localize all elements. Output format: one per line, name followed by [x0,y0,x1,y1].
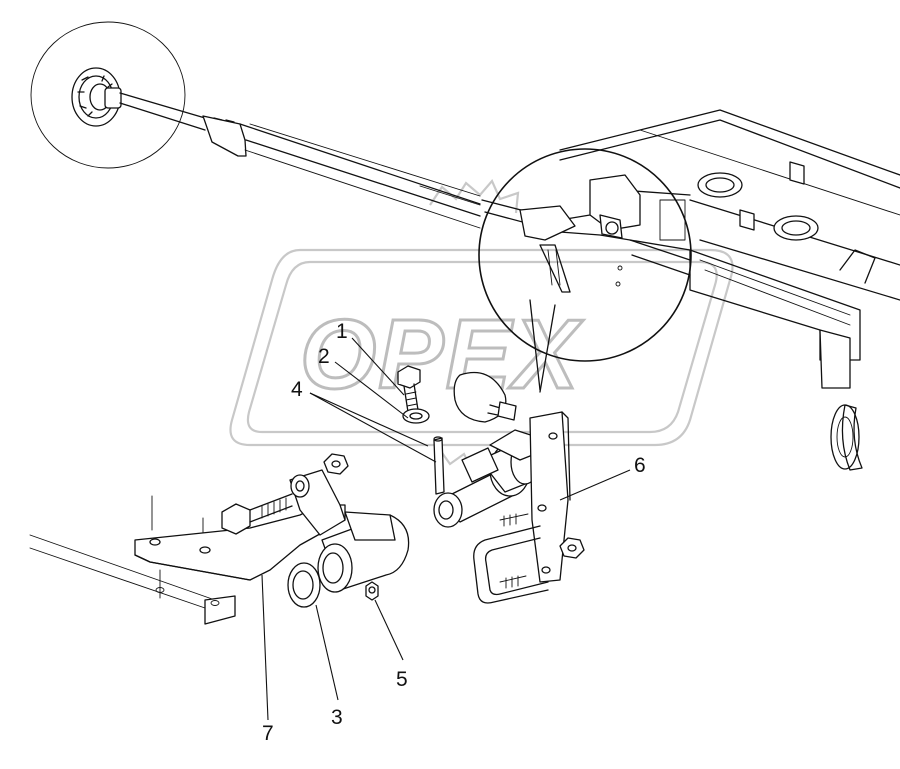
nut-right [559,537,585,559]
spring-pin [433,436,445,495]
grease-nipple [365,581,379,601]
rubber-buffer [453,371,517,423]
callout-2: 2 [318,345,330,368]
machine-frame [559,109,900,471]
mounting-plate [529,411,571,583]
watermark: OPEX [229,178,734,472]
leader-2 [334,361,409,419]
small-bolt [397,365,421,413]
long-bolt [221,493,293,535]
callout-4: 4 [291,378,303,401]
leader-6 [559,469,631,501]
callout-1: 1 [336,320,348,343]
leader-4b [309,392,429,447]
leader-3 [315,604,339,701]
callout-6: 6 [634,454,646,477]
leader-1 [351,337,405,396]
leader-lines [261,337,631,721]
callout-5: 5 [396,668,408,691]
u-bolt [473,513,549,604]
washer [402,408,430,424]
drive-shaft [119,92,481,229]
nut-top [323,453,349,475]
callout-labels: 1 2 4 6 5 3 7 [262,320,646,745]
base-rail [29,495,236,625]
callout-3: 3 [331,706,343,729]
watermark-text: OPEX [300,299,584,409]
callout-7: 7 [262,722,274,745]
leader-5 [374,599,404,661]
disc-assembly [30,21,186,169]
pivot-sleeve [287,511,410,608]
leader-7 [261,574,269,721]
leader-4 [309,392,437,463]
arm-bracket [134,469,346,581]
detail-magnifier [478,148,692,393]
pivot-pin-assembly [433,429,546,528]
